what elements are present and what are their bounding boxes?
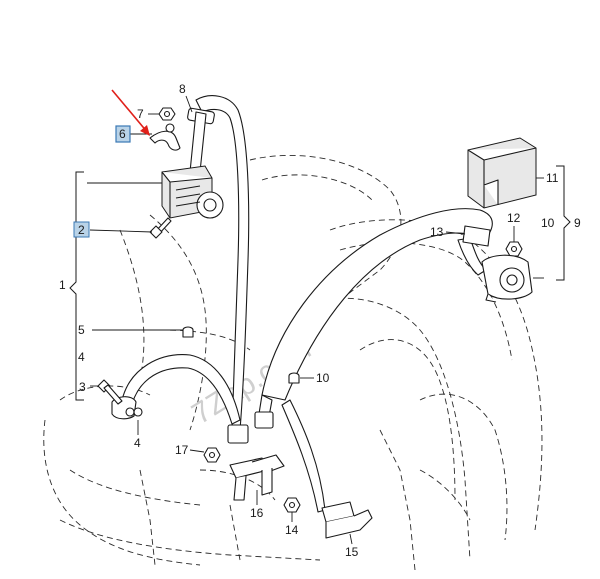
nut-14-part — [283, 497, 301, 513]
nut-17-part — [203, 447, 221, 463]
anchor-left-part — [97, 379, 143, 420]
callout-10b: 10 — [316, 371, 330, 385]
callout-6: 6 — [119, 127, 126, 141]
callout-4b: 4 — [134, 436, 141, 450]
callout-7: 7 — [137, 107, 144, 121]
callout-10a: 10 — [541, 216, 555, 230]
callout-8: 8 — [179, 82, 186, 96]
callout-1: 1 — [59, 278, 66, 292]
retractor-right-part — [481, 254, 533, 303]
nut-12-part — [505, 241, 523, 257]
trim-cover-part — [467, 137, 537, 209]
callout-14: 14 — [285, 523, 299, 537]
shoulder-belt-right — [254, 208, 493, 513]
bracket-6-part — [149, 130, 181, 151]
callout-12: 12 — [507, 211, 521, 225]
retractor-left-part — [161, 165, 224, 219]
callout-15: 15 — [345, 545, 359, 559]
buckle-15-part — [321, 501, 373, 539]
callout-4a: 4 — [78, 350, 85, 364]
plug-10-part — [288, 372, 300, 384]
lap-belt-left — [121, 354, 249, 444]
nut-7-part — [158, 107, 176, 133]
bolt-retractor-part — [149, 217, 172, 239]
buckle-16-part — [229, 454, 285, 501]
callout-3: 3 — [79, 380, 86, 394]
callout-17: 17 — [175, 443, 189, 457]
highlight-box-6 — [115, 125, 131, 143]
callout-5: 5 — [78, 323, 85, 337]
callout-16: 16 — [250, 506, 264, 520]
callout-9: 9 — [574, 216, 581, 230]
highlight-box-2 — [73, 221, 90, 238]
plug-5-part — [182, 326, 194, 338]
callout-2: 2 — [78, 223, 85, 237]
brace-group-9 — [556, 165, 571, 281]
callout-13: 13 — [430, 225, 444, 239]
brace-group-1 — [69, 171, 84, 401]
callout-11: 11 — [546, 171, 559, 185]
belt-guide-part — [462, 225, 491, 247]
callout-labels: 1 2 3 4 4 5 6 7 8 9 10 10 11 12 13 14 15… — [59, 82, 581, 559]
leader-lines — [87, 95, 544, 545]
pointer-arrow — [111, 89, 150, 136]
